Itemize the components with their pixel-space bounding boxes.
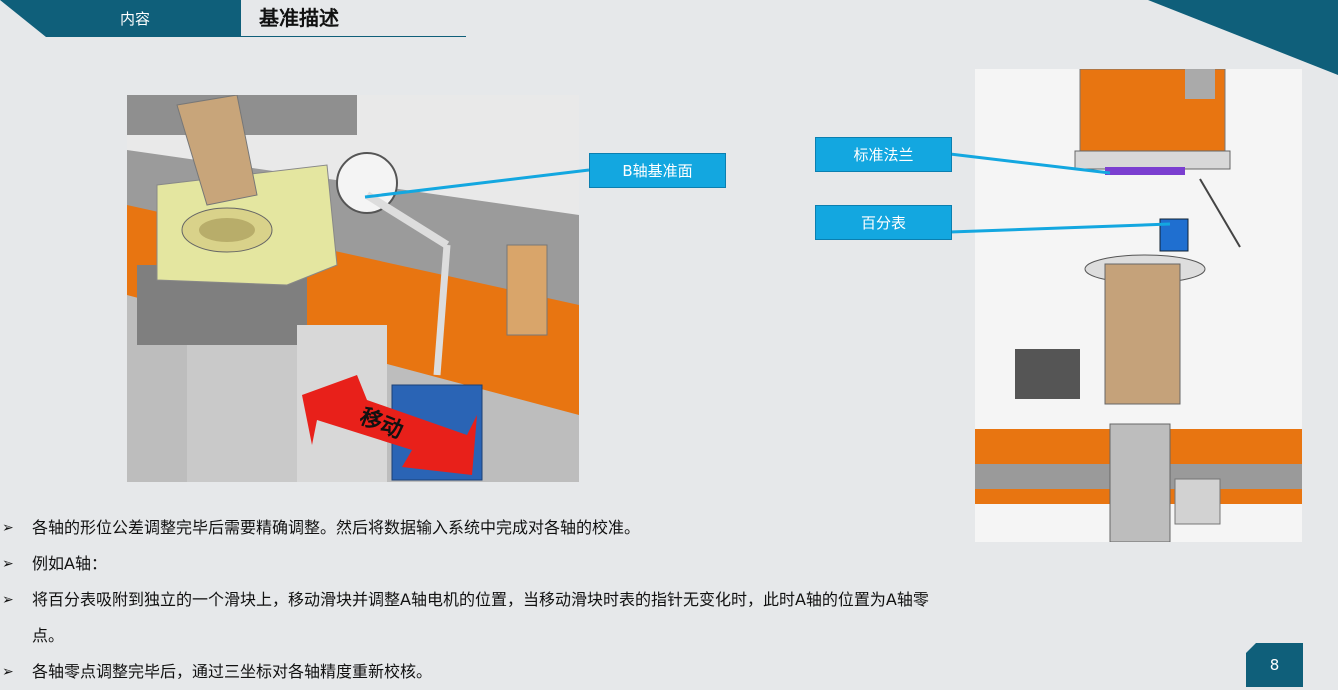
bullet-arrow-icon: ➢ <box>2 520 14 536</box>
header-underline <box>241 36 466 37</box>
bullet-text: 将百分表吸附到独立的一个滑块上，移动滑块并调整A轴电机的位置，当移动滑块时表的指… <box>32 590 929 645</box>
bullet-arrow-icon: ➢ <box>2 592 14 608</box>
callout-dial-indicator: 百分表 <box>815 205 952 240</box>
bullet-item: ➢ 将百分表吸附到独立的一个滑块上，移动滑块并调整A轴电机的位置，当移动滑块时表… <box>0 582 960 654</box>
figure-b-axis-illustration: 移动 <box>127 95 579 482</box>
bullet-arrow-icon: ➢ <box>2 664 14 680</box>
bullet-item: ➢ 各轴的形位公差调整完毕后需要精确调整。然后将数据输入系统中完成对各轴的校准。 <box>0 510 960 546</box>
figure-flange-illustration <box>975 69 1302 542</box>
header-tab-label: 内容 <box>119 10 150 28</box>
bullet-text: 例如A轴： <box>32 554 107 573</box>
page-number: 8 <box>1246 643 1303 687</box>
bullet-item: ➢ 例如A轴： <box>0 546 960 582</box>
page-title: 基准描述 <box>259 6 339 30</box>
bullet-text: 各轴的形位公差调整完毕后需要精确调整。然后将数据输入系统中完成对各轴的校准。 <box>32 518 641 537</box>
figure-flange-dial-setup <box>975 69 1302 542</box>
callout-b-axis-reference: B轴基准面 <box>589 153 726 188</box>
callout-standard-flange: 标准法兰 <box>815 137 952 172</box>
bullet-arrow-icon: ➢ <box>2 556 14 572</box>
figure-b-axis-setup: 移动 <box>127 95 579 482</box>
bullet-list: ➢ 各轴的形位公差调整完毕后需要精确调整。然后将数据输入系统中完成对各轴的校准。… <box>0 510 960 690</box>
bullet-text: 各轴零点调整完毕后，通过三坐标对各轴精度重新校核。 <box>32 662 433 681</box>
corner-decoration <box>1148 0 1338 75</box>
header-tab <box>0 0 241 37</box>
bullet-item: ➢ 各轴零点调整完毕后，通过三坐标对各轴精度重新校核。 <box>0 654 960 690</box>
